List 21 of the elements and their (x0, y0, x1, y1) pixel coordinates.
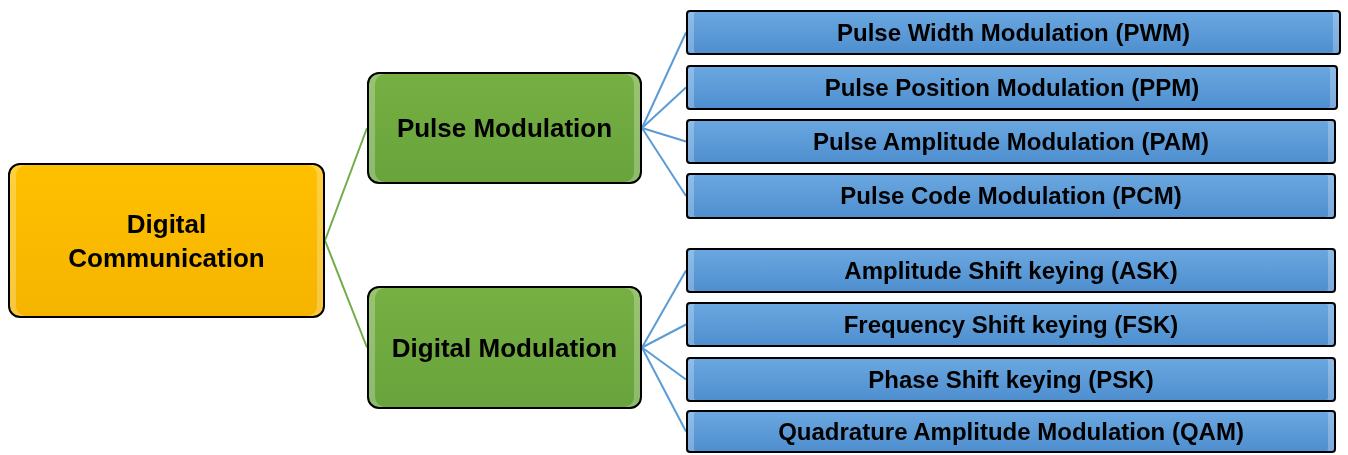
connector-line (641, 127, 687, 197)
connector-line (324, 239, 368, 349)
root-box: Digital Communication (8, 163, 325, 318)
connector-line (324, 127, 368, 242)
method-box: Pulse Width Modulation (PWM) (686, 10, 1341, 55)
connector-line (641, 346, 687, 433)
connector-line (641, 86, 687, 129)
method-box: Phase Shift keying (PSK) (686, 357, 1336, 402)
method-box: Pulse Code Modulation (PCM) (686, 173, 1336, 219)
connector-line (641, 269, 687, 349)
connector-line (641, 31, 687, 129)
connector-line (641, 127, 687, 143)
method-box: Pulse Amplitude Modulation (PAM) (686, 119, 1336, 164)
method-box: Frequency Shift keying (FSK) (686, 302, 1336, 347)
category-box: Digital Modulation (367, 286, 642, 409)
method-box: Quadrature Amplitude Modulation (QAM) (686, 410, 1336, 453)
connector-line (641, 346, 687, 381)
category-box: Pulse Modulation (367, 72, 642, 184)
method-box: Amplitude Shift keying (ASK) (686, 248, 1336, 293)
connector-line (641, 323, 687, 349)
method-box: Pulse Position Modulation (PPM) (686, 65, 1338, 110)
